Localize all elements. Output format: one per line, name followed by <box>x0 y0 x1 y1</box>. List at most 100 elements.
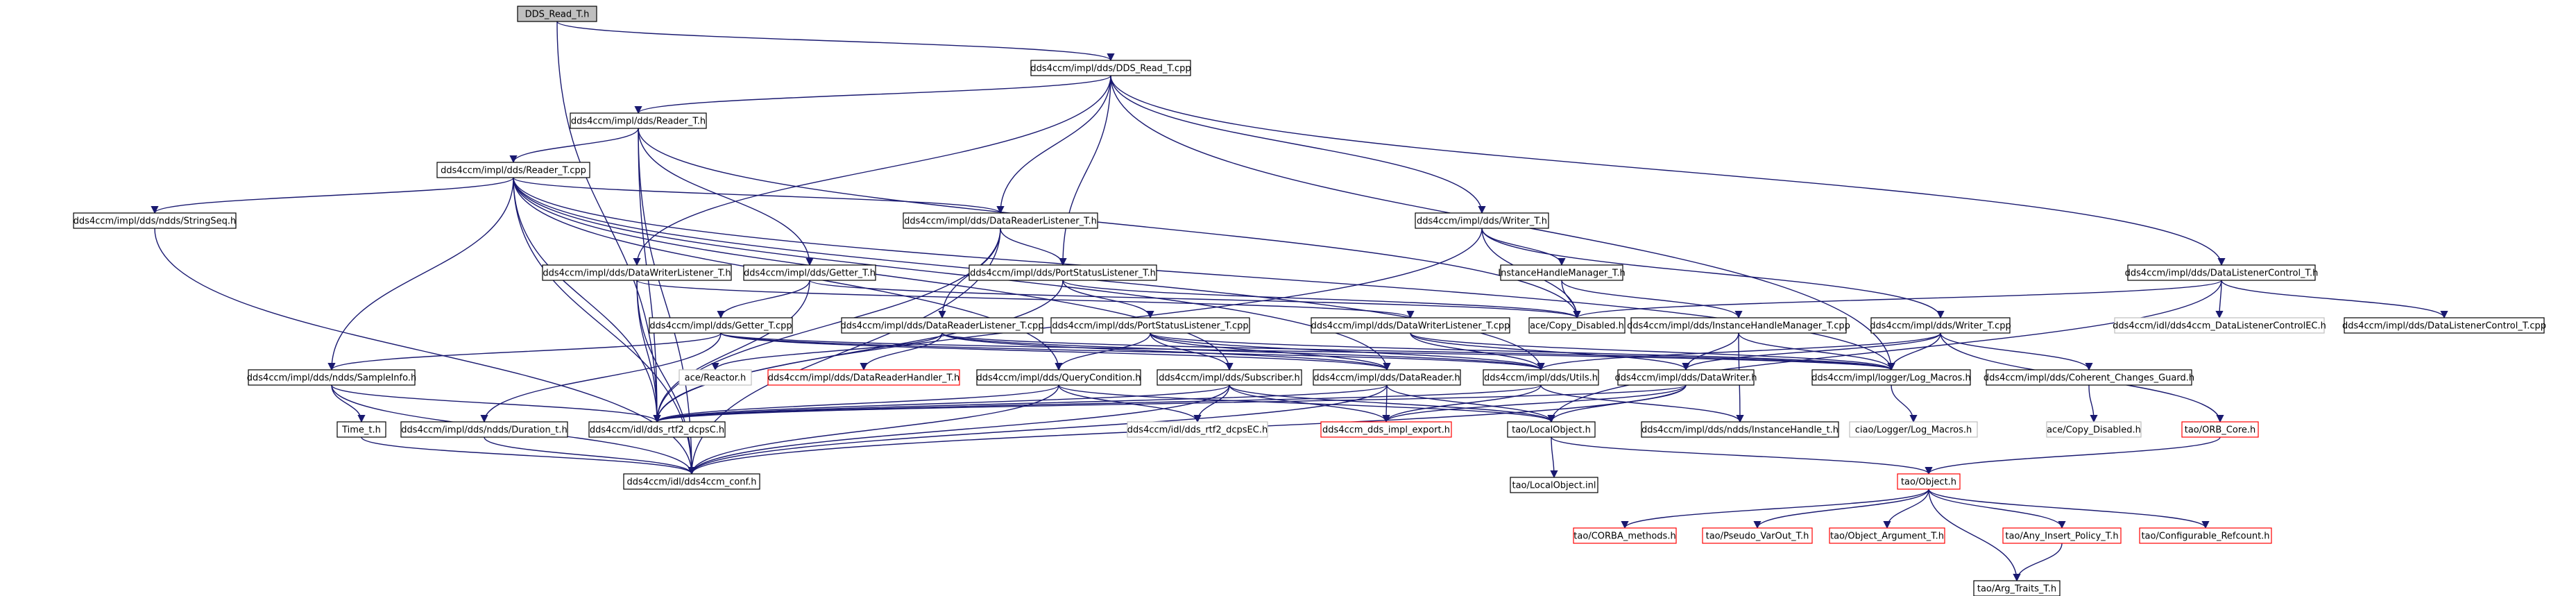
node-dds4ccm-impl-dds-utils-h[interactable]: dds4ccm/impl/dds/Utils.h <box>1483 369 1599 386</box>
node-tao-localobject-h[interactable]: tao/LocalObject.h <box>1507 421 1596 438</box>
edge-drl_h-to-psl_h <box>1000 228 1067 266</box>
node-dds4ccm-impl-dds-reader-t-cpp[interactable]: dds4ccm/impl/dds/Reader_T.cpp <box>436 162 590 178</box>
node-dds4ccm-impl-dds-dds-read-t-cpp[interactable]: dds4ccm/impl/dds/DDS_Read_T.cpp <box>1030 60 1191 76</box>
node-dds4ccm-impl-dds-datalistenercontrol-t-cpp[interactable]: dds4ccm/impl/dds/DataListenerControl_T.c… <box>2342 317 2546 334</box>
edge-drl_cpp-to-reactor <box>711 332 943 371</box>
node-dds4ccm-impl-dds-getter-t-h[interactable]: dds4ccm/impl/dds/Getter_T.h <box>743 264 876 281</box>
node-box <box>743 264 876 281</box>
node-dds4ccm-impl-dds-portstatuslistener-t-h[interactable]: dds4ccm/impl/dds/PortStatusListener_T.h <box>969 264 1157 281</box>
node-dds4ccm-idl-dds-rtf2-dcpsec-h[interactable]: dds4ccm/idl/dds_rtf2_dcpsEC.h <box>1127 421 1268 438</box>
node-label: dds4ccm/impl/dds/QueryCondition.h <box>977 373 1141 384</box>
node-dds4ccm-idl-dds4ccm-datalistenercontrolec-h[interactable]: dds4ccm/idl/dds4ccm_DataListenerControlE… <box>2113 317 2326 334</box>
node-box <box>1811 369 1971 386</box>
edge-reader_cpp-to-stringseq <box>151 177 514 214</box>
node-tao-configurable-refcount-h[interactable]: tao/Configurable_Refcount.h <box>2139 527 2272 544</box>
node-dds4ccm-impl-dds-writer-t-h[interactable]: dds4ccm/impl/dds/Writer_T.h <box>1415 212 1549 229</box>
node-label: dds4ccm_dds_impl_export.h <box>1322 425 1450 436</box>
node-label: dds4ccm/impl/dds/DDS_Read_T.cpp <box>1030 64 1191 74</box>
edge-dlc_h-to-dlc_cpp <box>2221 280 2448 319</box>
node-tao-corba-methods-h[interactable]: tao/CORBA_methods.h <box>1573 527 1677 544</box>
node-box <box>1500 264 1623 281</box>
edge-reader_h-to-getter_h <box>638 128 814 266</box>
node-box <box>400 421 568 438</box>
edge-querycond-to-conf <box>688 384 1059 475</box>
node-dds4ccm-impl-dds-datareaderhandler-t-h[interactable]: dds4ccm/impl/dds/DataReaderHandler_T.h <box>767 369 960 386</box>
node-box <box>542 264 732 281</box>
node-dds4ccm-impl-dds-writer-t-cpp[interactable]: dds4ccm/impl/dds/Writer_T.cpp <box>1870 317 2011 334</box>
node-tao-object-argument-t-h[interactable]: tao/Object_Argument_T.h <box>1829 527 1945 544</box>
node-dds4ccm-impl-dds-querycondition-h[interactable]: dds4ccm/impl/dds/QueryCondition.h <box>976 369 1141 386</box>
node-label: dds4ccm/idl/dds_rtf2_dcpsC.h <box>590 425 724 436</box>
node-dds4ccm-impl-dds-datareader-h[interactable]: dds4ccm/impl/dds/DataReader.h <box>1313 369 1461 386</box>
edge-object_h-to-anyins <box>1928 488 2066 529</box>
node-dds4ccm-impl-dds-datawriterlistener-t-h[interactable]: dds4ccm/impl/dds/DataWriterListener_T.h <box>542 264 732 281</box>
node-box <box>679 369 752 386</box>
node-label: Time_t.h <box>341 425 381 436</box>
edge-ihm_h-to-ihm_cpp <box>1561 280 1743 319</box>
node-time-t-h[interactable]: Time_t.h <box>336 421 386 438</box>
edge-dlc_h-to-copy_dis <box>1573 280 2222 319</box>
edge-drl_cpp-to-utils <box>941 332 1545 371</box>
node-instancehandlemanager-t-h[interactable]: InstanceHandleManager_T.h <box>1498 264 1626 281</box>
edge-time_t-to-conf <box>361 436 696 475</box>
edge-read_cpp-to-psl_h <box>1059 75 1111 266</box>
node-dds4ccm-impl-dds-ndds-sampleinfo-h[interactable]: dds4ccm/impl/dds/ndds/SampleInfo.h <box>247 369 416 386</box>
edge-psl_h-to-psl_cpp <box>1062 280 1154 319</box>
node-dds4ccm-impl-dds-portstatuslistener-t-cpp[interactable]: dds4ccm/impl/dds/PortStatusListener_T.cp… <box>1050 317 1250 334</box>
edge-writer_h-to-writer_cpp <box>1481 228 1945 319</box>
node-tao-orb-core-h[interactable]: tao/ORB_Core.h <box>2181 421 2259 438</box>
node-dds4ccm-impl-dds-instancehandlemanager-t-cpp[interactable]: dds4ccm/impl/dds/InstanceHandleManager_T… <box>1627 317 1850 334</box>
node-box <box>570 112 707 129</box>
node-box <box>2046 421 2142 438</box>
edge-getter_h-to-getter_cpp <box>717 280 810 319</box>
node-ace-reactor-h[interactable]: ace/Reactor.h <box>679 369 752 386</box>
node-label: tao/Configurable_Refcount.h <box>2141 531 2269 542</box>
node-box <box>969 264 1157 281</box>
node-ciao-logger-log-macros-h[interactable]: ciao/Logger/Log_Macros.h <box>1849 421 1978 438</box>
node-dds4ccm-impl-dds-datareaderlistener-t-h[interactable]: dds4ccm/impl/dds/DataReaderListener_T.h <box>903 212 1098 229</box>
edge-reader_cpp-to-sampleinfo <box>327 177 514 371</box>
node-box <box>336 421 386 438</box>
edge-writer_cpp-to-coherent <box>1940 332 2093 371</box>
node-dds4ccm-impl-logger-log-macros-h[interactable]: dds4ccm/impl/logger/Log_Macros.h <box>1811 369 1971 386</box>
node-box <box>649 317 793 334</box>
node-dds4ccm-impl-dds-datawriterlistener-t-cpp[interactable]: dds4ccm/impl/dds/DataWriterListener_T.cp… <box>1311 317 1510 334</box>
node-dds4ccm-impl-dds-datalistenercontrol-t-h[interactable]: dds4ccm/impl/dds/DataListenerControl_T.h <box>2125 264 2319 281</box>
node-dds4ccm-impl-dds-coherent-changes-guard-h[interactable]: dds4ccm/impl/dds/Coherent_Changes_Guard.… <box>1984 369 2194 386</box>
node-dds4ccm-impl-dds-datawriter-h[interactable]: dds4ccm/impl/dds/DataWriter.h <box>1615 369 1757 386</box>
node-dds4ccm-impl-dds-getter-t-cpp[interactable]: dds4ccm/impl/dds/Getter_T.cpp <box>649 317 793 334</box>
node-label: tao/Object_Argument_T.h <box>1830 531 1944 542</box>
node-dds4ccm-impl-dds-datareaderlistener-t-cpp[interactable]: dds4ccm/impl/dds/DataReaderListener_T.cp… <box>840 317 1044 334</box>
node-tao-arg-traits-t-h[interactable]: tao/Arg_Traits_T.h <box>1973 580 2061 596</box>
edge-datareader-to-rtf2 <box>653 384 1388 423</box>
node-ace-copy-disabled-h[interactable]: ace/Copy_Disabled.h <box>1528 317 1626 334</box>
node-label: dds4ccm/impl/dds/Reader_T.cpp <box>441 166 586 176</box>
node-box <box>1641 421 1839 438</box>
edge-subscriber-to-rtf2ec <box>1193 384 1230 423</box>
node-dds4ccm-dds-impl-export-h[interactable]: dds4ccm_dds_impl_export.h <box>1320 421 1452 438</box>
node-dds4ccm-impl-dds-reader-t-h[interactable]: dds4ccm/impl/dds/Reader_T.h <box>570 112 707 129</box>
node-dds4ccm-impl-dds-ndds-stringseq-h[interactable]: dds4ccm/impl/dds/ndds/StringSeq.h <box>73 212 237 229</box>
node-ace-copy-disabled-h[interactable]: ace/Copy_Disabled.h <box>2046 421 2142 438</box>
node-box <box>1127 421 1268 438</box>
edge-utils-to-instancehandle <box>1540 384 1744 423</box>
node-label: dds4ccm/impl/dds/DataWriterListener_T.h <box>543 269 731 279</box>
node-box <box>588 421 726 438</box>
node-dds4ccm-idl-dds-rtf2-dcpsc-h[interactable]: dds4ccm/idl/dds_rtf2_dcpsC.h <box>588 421 726 438</box>
node-label: tao/Arg_Traits_T.h <box>1977 584 2056 595</box>
node-dds4ccm-impl-dds-subscriber-h[interactable]: dds4ccm/impl/dds/Subscriber.h <box>1157 369 1302 386</box>
node-label: tao/Object.h <box>1901 477 1956 488</box>
edge-psl_h-to-rtf2 <box>653 280 1064 423</box>
node-dds4ccm-impl-dds-ndds-instancehandle-t-h[interactable]: dds4ccm/impl/dds/ndds/InstanceHandle_t.h <box>1641 421 1839 438</box>
node-tao-pseudo-varout-t-h[interactable]: tao/Pseudo_VarOut_T.h <box>1702 527 1813 544</box>
node-tao-any-insert-policy-t-h[interactable]: tao/Any_Insert_Policy_T.h <box>2002 527 2122 544</box>
node-box <box>2139 527 2272 544</box>
node-tao-object-h[interactable]: tao/Object.h <box>1897 473 1961 490</box>
node-dds4ccm-impl-dds-ndds-duration-t-h[interactable]: dds4ccm/impl/dds/ndds/Duration_t.h <box>400 421 568 438</box>
edge-reader_cpp-to-conf <box>513 177 696 475</box>
node-box <box>1986 369 2192 386</box>
node-box <box>1573 527 1677 544</box>
node-label: dds4ccm/impl/dds/DataWriterListener_T.cp… <box>1311 321 1510 332</box>
node-dds4ccm-idl-dds4ccm-conf-h[interactable]: dds4ccm/idl/dds4ccm_conf.h <box>623 473 760 490</box>
node-tao-localobject-inl[interactable]: tao/LocalObject.inl <box>1510 477 1598 493</box>
